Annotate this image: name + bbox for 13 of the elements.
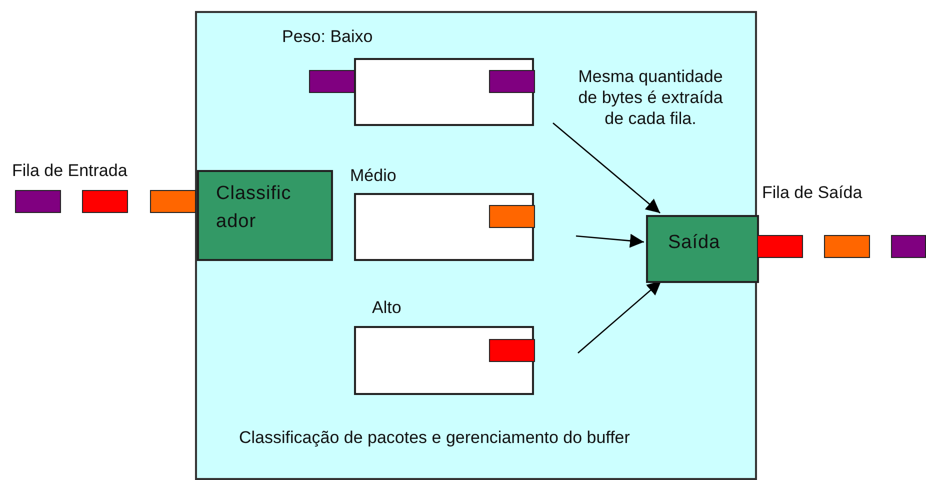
arrow [578,280,662,354]
arrow [552,122,660,214]
panel-caption: Classificação de pacotes e gerenciamento do buffer [239,427,631,448]
buffer-panel [195,11,757,480]
queue-title: Fila de Entrada [12,160,128,181]
process-box: Classific ador [197,170,333,261]
arrow [576,234,644,248]
process-box: Saída [646,215,759,283]
queue-label: Peso: Baixo [282,26,373,47]
queue-title: Fila de Saída [762,182,862,203]
note-text: Mesma quantidade de bytes é extraída de cada fila. [577,66,724,129]
queue-label: Alto [372,297,402,318]
queue-label: Médio [350,165,396,186]
